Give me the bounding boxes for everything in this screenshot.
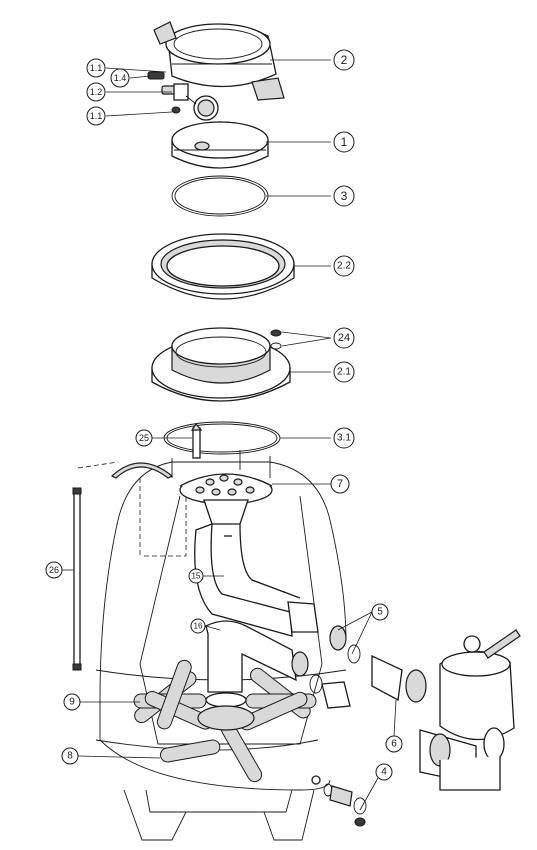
studs <box>171 450 271 478</box>
air-vent-pipe <box>190 422 203 459</box>
svg-text:6: 6 <box>391 739 397 750</box>
callout-7: 7 <box>330 474 350 494</box>
callout-3-1: 3.1 <box>333 427 355 449</box>
callout-1-4: 1.4 <box>110 68 130 88</box>
inlet-pipe <box>194 523 301 637</box>
callout-1-2: 1.2 <box>86 82 106 102</box>
svg-text:7: 7 <box>337 478 343 490</box>
callout-1-1-bottom: 1.1 <box>86 106 106 126</box>
svg-text:3.1: 3.1 <box>337 433 351 444</box>
svg-text:8: 8 <box>67 751 73 762</box>
callout-26: 26 <box>45 561 63 579</box>
callout-4: 4 <box>375 763 393 781</box>
callout-5: 5 <box>371 603 389 621</box>
closing-ring <box>153 21 285 101</box>
svg-text:4: 4 <box>381 767 387 778</box>
svg-text:2.2: 2.2 <box>337 261 351 272</box>
callout-8: 8 <box>61 747 79 765</box>
lid-o-ring <box>171 175 269 217</box>
callout-6: 6 <box>385 735 403 753</box>
svg-text:3: 3 <box>341 189 348 203</box>
svg-text:2: 2 <box>341 53 348 67</box>
callout-1: 1 <box>333 131 355 153</box>
union-fittings <box>287 601 361 709</box>
svg-text:9: 9 <box>69 697 75 708</box>
svg-text:5: 5 <box>377 607 383 618</box>
dip-rod <box>72 487 82 671</box>
drain-plug <box>323 783 367 827</box>
multiport-valve <box>371 629 521 791</box>
upper-diffuser <box>179 473 273 525</box>
svg-text:2.1: 2.1 <box>337 367 351 378</box>
svg-text:25: 25 <box>139 433 149 443</box>
svg-text:24: 24 <box>338 332 350 344</box>
svg-text:1.2: 1.2 <box>90 87 103 97</box>
collector-pipe <box>205 620 297 708</box>
leader-lines <box>62 59 397 811</box>
svg-text:1.1: 1.1 <box>90 63 103 73</box>
filter-lid <box>171 121 269 169</box>
svg-text:15: 15 <box>192 572 201 581</box>
callout-3: 3 <box>333 185 355 207</box>
callout-2-1: 2.1 <box>333 361 355 383</box>
callout-16: 16 <box>190 618 206 634</box>
svg-text:26: 26 <box>49 565 59 575</box>
callout-24: 24 <box>333 327 355 349</box>
flange-bolt-nut <box>270 329 282 350</box>
retaining-clip <box>110 462 174 479</box>
callout-25: 25 <box>135 429 153 447</box>
svg-text:1.4: 1.4 <box>114 73 127 83</box>
svg-text:1: 1 <box>341 135 348 149</box>
callout-2-2: 2.2 <box>333 255 355 277</box>
laterals <box>133 659 317 783</box>
callout-1-1-top: 1.1 <box>86 58 106 78</box>
callout-2: 2 <box>333 49 355 71</box>
svg-text:16: 16 <box>194 622 203 631</box>
base-flange <box>151 327 291 402</box>
callout-9: 9 <box>63 693 81 711</box>
top-flange-ring <box>151 233 295 300</box>
callout-15: 15 <box>188 568 204 584</box>
svg-text:1.1: 1.1 <box>90 111 103 121</box>
